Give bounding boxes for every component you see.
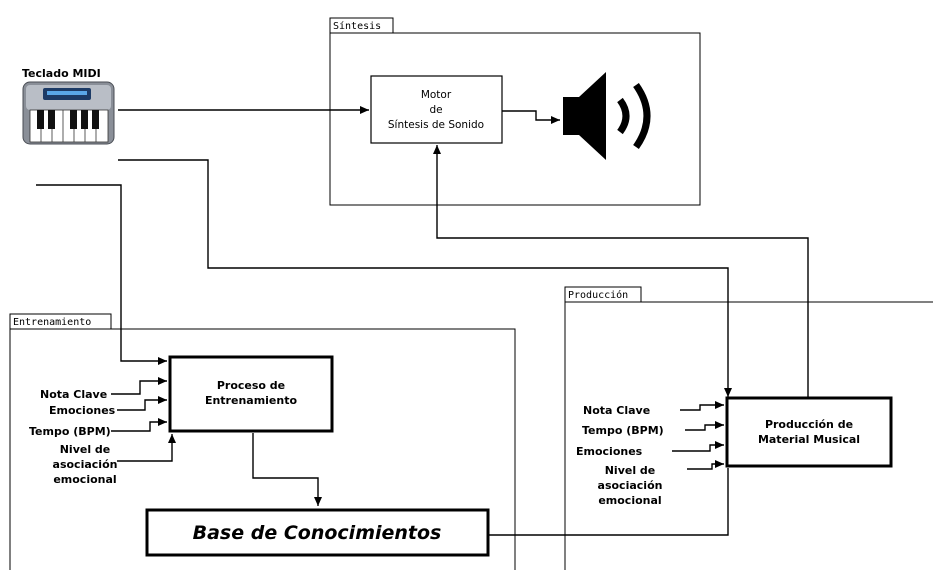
entrenamiento-tab xyxy=(9,313,112,330)
prod-input-nivel-line-2: asociación xyxy=(598,479,663,492)
produccion-line-2: Material Musical xyxy=(758,433,860,446)
prod-input-nivel-line-3: emocional xyxy=(598,494,661,507)
ent-input-nivel-line-3: emocional xyxy=(53,473,116,486)
prod-input-emociones: Emociones xyxy=(576,445,643,458)
midi-keyboard-icon xyxy=(22,81,115,145)
entrenamiento-to-base-arrow xyxy=(252,433,322,506)
produccion-line-1: Producción de xyxy=(765,418,853,431)
keyboard-to-produccion-arrow xyxy=(118,159,732,397)
produccion-tab xyxy=(564,286,642,303)
keyboard-to-entrenamiento-arrow xyxy=(36,184,167,365)
ent-input-nota-clave: Nota Clave xyxy=(40,388,107,401)
motor-sintesis-box xyxy=(370,75,503,144)
ent-emociones-arrow xyxy=(117,396,167,411)
base-conocimientos-box xyxy=(145,508,490,557)
motor-line-1: Motor xyxy=(421,89,452,101)
ent-nota-arrow xyxy=(111,377,167,395)
produccion-to-motor-arrow xyxy=(433,145,809,397)
entrenamiento-group: Entrenamiento Proceso de Entrenamiento N… xyxy=(9,313,516,570)
prod-input-nivel-line-1: Nivel de xyxy=(605,464,656,477)
motor-to-speaker-arrow xyxy=(502,110,560,124)
prod-nota-arrow xyxy=(680,401,724,411)
proceso-entrenamiento-line-2: Entrenamiento xyxy=(205,394,298,407)
ent-tempo-arrow xyxy=(111,418,167,432)
sintesis-tab xyxy=(329,17,394,34)
produccion-group: Producción Producción de Material Musica… xyxy=(564,286,933,570)
proceso-entrenamiento-line-1: Proceso de xyxy=(217,379,285,392)
base-conocimientos-label: Base de Conocimientos xyxy=(193,522,442,544)
speaker-icon xyxy=(563,72,651,160)
prod-input-tempo: Tempo (BPM) xyxy=(582,424,664,437)
sintesis-frame xyxy=(329,32,701,206)
ent-input-nivel-line-2: asociación xyxy=(53,458,118,471)
produccion-material-box xyxy=(725,396,893,468)
prod-nivel-arrow xyxy=(687,460,724,470)
motor-line-2: de xyxy=(429,104,442,116)
sintesis-group: Síntesis Motor de Síntesis de Sonido xyxy=(329,17,701,206)
keyboard-label: Teclado MIDI xyxy=(22,67,101,80)
base-to-produccion-line xyxy=(489,468,729,536)
ent-input-tempo: Tempo (BPM) xyxy=(29,425,111,438)
proceso-entrenamiento-box xyxy=(168,355,334,433)
prod-input-nota-clave: Nota Clave xyxy=(583,404,650,417)
prod-tempo-arrow xyxy=(685,421,724,431)
entrenamiento-tab-label: Entrenamiento xyxy=(13,317,91,328)
motor-line-3: Síntesis de Sonido xyxy=(388,119,484,131)
produccion-tab-label: Producción xyxy=(568,289,628,301)
prod-emociones-arrow xyxy=(672,441,724,452)
sintesis-tab-label: Síntesis xyxy=(333,20,381,32)
ent-nivel-arrow xyxy=(117,434,176,462)
connectors xyxy=(36,106,809,536)
ent-input-nivel-line-1: Nivel de xyxy=(60,443,111,456)
entrenamiento-frame xyxy=(9,328,516,570)
ent-input-emociones: Emociones xyxy=(49,404,116,417)
